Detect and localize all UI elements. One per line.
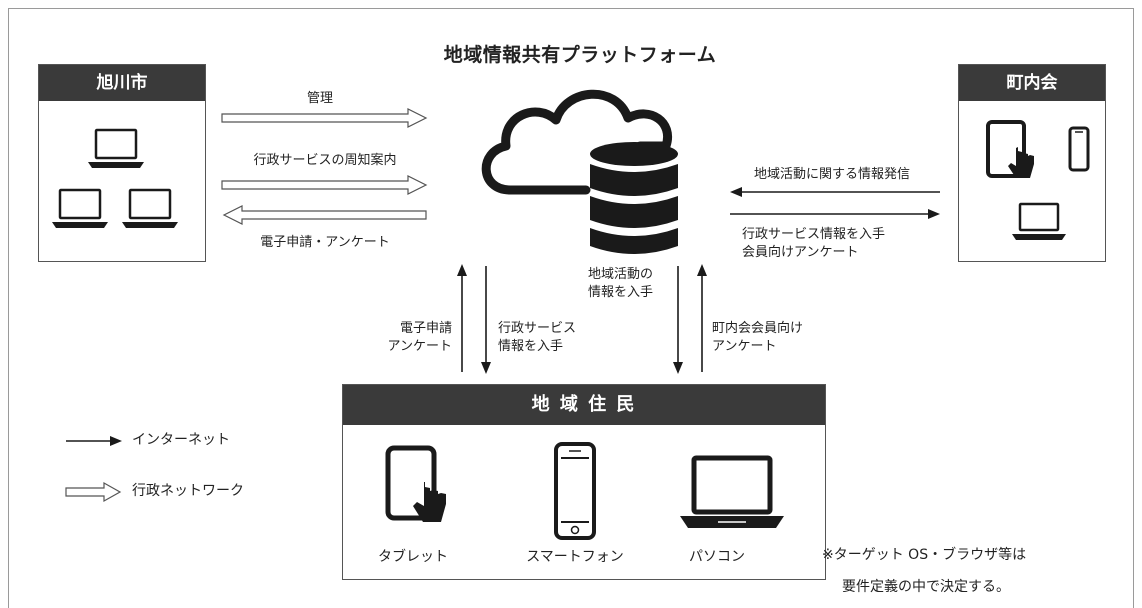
residents-box: 地 域 住 民 (342, 384, 826, 580)
flow-res-member-label-1: 町内会会員向け (712, 321, 804, 336)
flow-chokai-receive-label-1: 行政サービス情報を入手 (742, 227, 886, 242)
diagram-frame (8, 8, 1134, 608)
flow-res-apply-label-1: 電子申請 (399, 321, 452, 336)
residents-header: 地 域 住 民 (343, 385, 825, 425)
device-label-smartphone: スマートフォン (526, 549, 624, 565)
flow-res-local-label-2: 情報を入手 (588, 285, 654, 300)
city-laptops-icon (52, 128, 178, 228)
platform-title: 地域情報共有プラットフォーム (443, 44, 717, 66)
internet-arrow-res-local-down (673, 266, 683, 374)
admin-arrow-apply (222, 205, 427, 225)
flow-chokai-receive-label-2: 会員向けアンケート (742, 245, 859, 260)
device-label-pc: パソコン (689, 549, 745, 565)
internet-arrow-res-member-up (697, 264, 707, 372)
admin-arrow-manage (221, 108, 428, 128)
flow-res-member-label-2: アンケート (712, 339, 777, 354)
note-line-1: ※ターゲット OS・ブラウザ等は (822, 547, 1027, 563)
device-label-tablet: タブレット (378, 549, 448, 565)
legend-internet-label: インターネット (132, 432, 230, 448)
internet-arrow-res-apply-up (457, 264, 467, 372)
note-line-2: 要件定義の中で決定する。 (842, 579, 1010, 595)
chokai-header: 町内会 (959, 65, 1105, 101)
legend-admin-label: 行政ネットワーク (132, 483, 244, 499)
flow-res-info-label-1: 行政サービス (498, 321, 577, 336)
cloud-database-icon (481, 89, 678, 254)
chokai-devices-icon (986, 120, 1090, 240)
flow-notice-label: 行政サービスの周知案内 (253, 153, 397, 168)
flow-chokai-send-label: 地域活動に関する情報発信 (753, 167, 910, 182)
flow-res-local-label-1: 地域活動の (588, 267, 654, 282)
residents-devices-icon (385, 442, 784, 540)
internet-arrow-chokai-receive (730, 209, 940, 219)
flow-manage-label: 管理 (306, 91, 333, 106)
legend-admin-arrow-icon (65, 481, 122, 503)
city-header: 旭川市 (39, 65, 205, 101)
legend-internet-arrow-icon (66, 436, 122, 446)
flow-apply-label: 電子申請・アンケート (260, 235, 390, 250)
internet-arrow-res-info-down (481, 266, 491, 374)
admin-arrow-notice (221, 175, 428, 195)
flow-res-apply-label-2: アンケート (387, 339, 452, 354)
flow-res-info-label-2: 情報を入手 (498, 339, 564, 354)
internet-arrow-chokai-send (730, 187, 940, 197)
